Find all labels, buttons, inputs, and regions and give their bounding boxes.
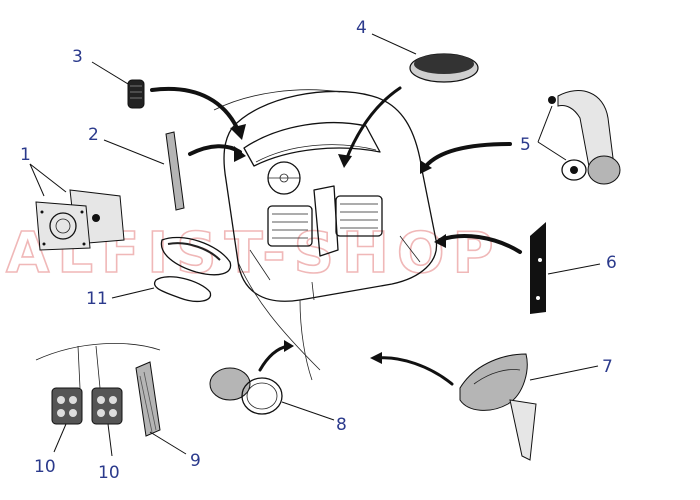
part-11-seal — [111, 236, 232, 303]
callout-10-left: 10 — [34, 457, 56, 477]
callout-10-right: 10 — [98, 463, 120, 483]
callout-8: 8 — [336, 415, 347, 435]
part-3-knob — [91, 61, 145, 109]
part-1-plates — [29, 163, 125, 251]
part-8-lamp — [209, 367, 335, 421]
callout-9: 9 — [190, 451, 201, 471]
part-9-strip — [135, 361, 187, 455]
callout-11: 11 — [86, 289, 108, 309]
callout-1: 1 — [20, 145, 31, 165]
callout-7: 7 — [602, 357, 613, 377]
callout-5: 5 — [520, 135, 531, 155]
pointer-arrows — [150, 86, 522, 386]
part-5-handle — [537, 90, 621, 185]
callout-3: 3 — [72, 47, 83, 67]
part-7-mirror — [459, 353, 599, 461]
callout-4: 4 — [356, 18, 367, 38]
part-10-pedals — [35, 343, 161, 457]
part-4-dome-light — [371, 33, 479, 83]
part-2-strip — [103, 131, 185, 211]
callout-2: 2 — [88, 125, 99, 145]
part-6-panel — [530, 222, 601, 314]
callout-6: 6 — [606, 253, 617, 273]
car-body-drawing — [213, 89, 438, 381]
